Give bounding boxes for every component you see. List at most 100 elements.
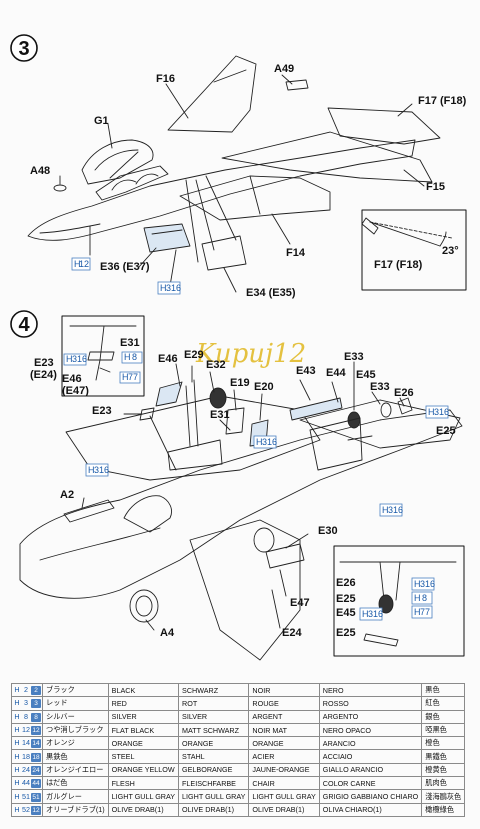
step3-inset: [361, 209, 467, 291]
paint-name-it: GIALLO ARANCIO: [318, 762, 423, 778]
paint-name-it: ROSSO: [318, 696, 423, 711]
paint-name-it: ARGENTO: [318, 709, 423, 724]
paint-number-badge: 12: [31, 726, 41, 736]
paint-h-letter: H: [14, 698, 20, 708]
inset-angle: 23°: [442, 245, 459, 257]
label-e36: E36 (E37): [100, 261, 150, 273]
paint-number: 3: [24, 698, 28, 708]
paint-h77-label: 77: [128, 372, 138, 382]
paint-h77-box: [411, 605, 433, 619]
paint-name-jp: 黒鉄色: [42, 749, 109, 764]
label-a4: A4: [160, 627, 175, 639]
paint-name-jp: オリーブドラブ(1): [42, 802, 109, 817]
paint-name-cn: 啞黒色: [421, 722, 466, 738]
paint-h316-box: [253, 435, 277, 449]
label-e32: E32: [206, 359, 226, 371]
paint-h-letter: H: [14, 791, 20, 801]
paint-name-en: BLACK: [107, 682, 180, 698]
step4-inset-bottom: [333, 545, 465, 657]
paint-h-letter: H: [14, 711, 20, 721]
paint-number: 2: [24, 685, 28, 695]
paint-name-en: SILVER: [107, 709, 180, 724]
paint-h316-label: 316: [166, 283, 181, 293]
paint-h316-box: [359, 607, 383, 621]
paint-h316-box: [411, 577, 435, 591]
label-f16: F16: [156, 73, 175, 85]
paint-number: 8: [24, 711, 28, 721]
label-e33: E33: [370, 381, 390, 393]
paint-name-fr: LIGHT GULL GRAY: [248, 789, 320, 804]
paint-name-en: LIGHT GULL GRAY: [107, 789, 180, 804]
paint-number-badge: 44: [31, 779, 41, 789]
label-a49: A49: [274, 63, 294, 75]
paint-h-marker: H: [414, 607, 421, 617]
paint-h-letter: H: [14, 685, 20, 695]
label-e19: E19: [230, 377, 250, 389]
paint-h8-box: [121, 351, 143, 364]
label-e30: E30: [318, 525, 338, 537]
paint-name-jp: はだ色: [42, 776, 109, 791]
paint-name-fr: ACIER: [248, 749, 320, 764]
watermark: Kupuj12: [195, 339, 306, 369]
paint-h316-label: 316: [388, 505, 403, 515]
paint-name-en: RED: [107, 696, 180, 711]
paint-h316-label: 316: [368, 609, 383, 619]
inset-label-e26: E26: [336, 577, 356, 589]
inset-label-e45: E45: [336, 607, 356, 619]
paint-name-cn: 橙黄色: [421, 762, 466, 778]
paint-name-de: OLIVE DRAB(1): [178, 802, 250, 817]
paint-name-it: ARANCIO: [318, 736, 423, 751]
paint-h316-box: [425, 405, 449, 419]
paint-name-de: ORANGE: [178, 736, 250, 751]
paint-name-cn: 銀色: [421, 709, 466, 724]
paint-h-marker: H: [74, 259, 81, 269]
paint-h8-label: 8: [422, 593, 427, 603]
paint-h316-label: 316: [72, 354, 87, 364]
paint-name-cn: 肌肉色: [421, 776, 466, 791]
paint-h-letter: H: [14, 725, 20, 735]
paint-h316-label: 316: [420, 579, 435, 589]
label-f15: F15: [426, 181, 445, 193]
paint-number: 14: [22, 738, 30, 748]
paint-name-it: NERO: [318, 682, 423, 698]
paint-name-it: ACCIAIO: [318, 749, 423, 764]
paint-name-jp: レッド: [42, 696, 109, 711]
assembly-diagram: 3 4 Kupuj12 F16 A49 G1 F17 (F18) A48 F15…: [10, 34, 467, 661]
paint-name-de: MATT SCHWARZ: [178, 722, 250, 738]
label-e20: E20: [254, 381, 274, 393]
paint-h-letter: H: [14, 751, 20, 761]
paint-number: 18: [22, 751, 30, 761]
paint-name-jp: ブラック: [42, 682, 109, 698]
paint-h-marker: H: [382, 505, 389, 515]
paint-h316-box: [157, 281, 181, 295]
paint-h-letter: H: [14, 738, 20, 748]
paint-name-en: ORANGE YELLOW: [107, 762, 180, 778]
paint-name-fr: CHAIR: [248, 776, 320, 791]
paint-name-fr: NOIR MAT: [248, 722, 320, 738]
paint-number: 51: [22, 791, 30, 801]
paint-number-badge: 12: [31, 805, 41, 815]
label-e23: E23: [34, 357, 54, 369]
paint-name-it: GRIGIO GABBIANO CHIARO: [318, 789, 423, 804]
label-e31: E31: [210, 409, 230, 421]
paint-number: 44: [22, 778, 30, 788]
label-e46-inset: E46: [62, 373, 82, 385]
paint-h-marker: H: [414, 593, 421, 603]
paint-h-marker: H: [124, 352, 131, 362]
paint-name-fr: NOIR: [248, 682, 320, 698]
label-g1: G1: [94, 115, 109, 127]
paint-h-marker: H: [256, 437, 263, 447]
paint-h316-box: [379, 503, 403, 517]
paint-h316-box: [85, 463, 109, 477]
paint-number-badge: 14: [31, 739, 41, 749]
